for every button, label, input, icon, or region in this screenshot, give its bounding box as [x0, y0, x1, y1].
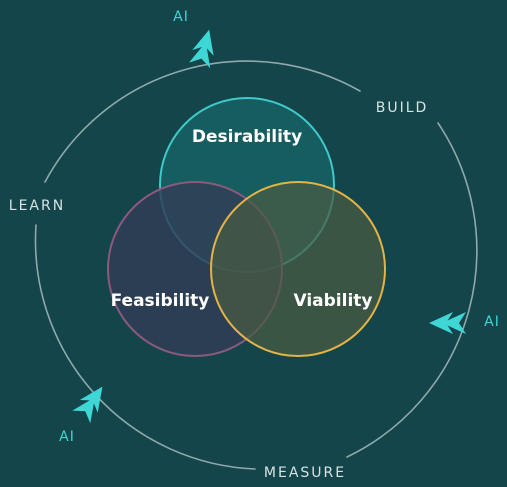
arrow-chevron-icon: [188, 29, 214, 69]
cycle-ring-arc-right: [346, 122, 478, 458]
ai-label-bottom-left: AI: [59, 429, 75, 445]
stage-label-build: BUILD: [376, 100, 429, 116]
ai-label-top: AI: [173, 9, 189, 25]
venn-label-desirability: Desirability: [192, 127, 302, 147]
venn-label-viability: Viability: [293, 291, 372, 311]
venn-circle-viability: [210, 181, 386, 357]
ai-label-right: AI: [484, 314, 500, 330]
stage-label-learn: LEARN: [9, 198, 65, 214]
cycle-ring-arc-top: [44, 60, 361, 183]
stage-label-measure: MEASURE: [264, 465, 346, 481]
venn-diagram: [107, 97, 386, 357]
arrow-chevron-icon: [72, 386, 103, 424]
venn-label-feasibility: Feasibility: [111, 291, 210, 311]
arrow-chevron-icon: [429, 312, 466, 334]
